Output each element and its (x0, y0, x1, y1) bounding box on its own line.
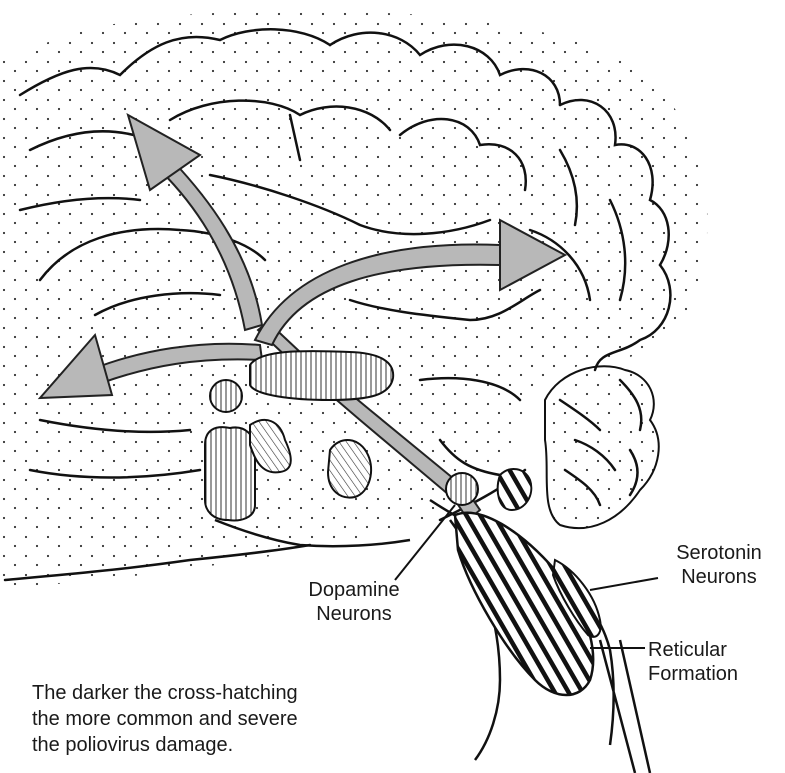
caption-line3: the poliovirus damage. (32, 732, 298, 758)
serotonin-hatch (498, 469, 532, 510)
dopamine-neurons-label: Dopamine Neurons (300, 578, 408, 626)
dopamine-neuron-dot (446, 473, 478, 505)
dopamine-label-line1: Dopamine (300, 578, 408, 602)
caption-line1: The darker the cross-hatching (32, 680, 298, 706)
thalamic-hatch (205, 427, 255, 520)
caption: The darker the cross-hatching the more c… (32, 680, 298, 758)
cerebellum (545, 366, 659, 528)
reticular-label-line1: Reticular (648, 638, 778, 662)
small-nucleus-hatch (210, 380, 242, 412)
reticular-label-line2: Formation (648, 662, 778, 686)
dopamine-label-line2: Neurons (300, 602, 408, 626)
serotonin-neurons-label: Serotonin Neurons (660, 541, 778, 589)
serotonin-leader (590, 578, 658, 590)
substantia-hatch (328, 440, 371, 498)
serotonin-label-line1: Serotonin (660, 541, 778, 565)
reticular-formation-label: Reticular Formation (648, 638, 778, 686)
serotonin-label-line2: Neurons (660, 565, 778, 589)
striatum-hatch (250, 351, 393, 400)
caption-line2: the more common and severe (32, 706, 298, 732)
